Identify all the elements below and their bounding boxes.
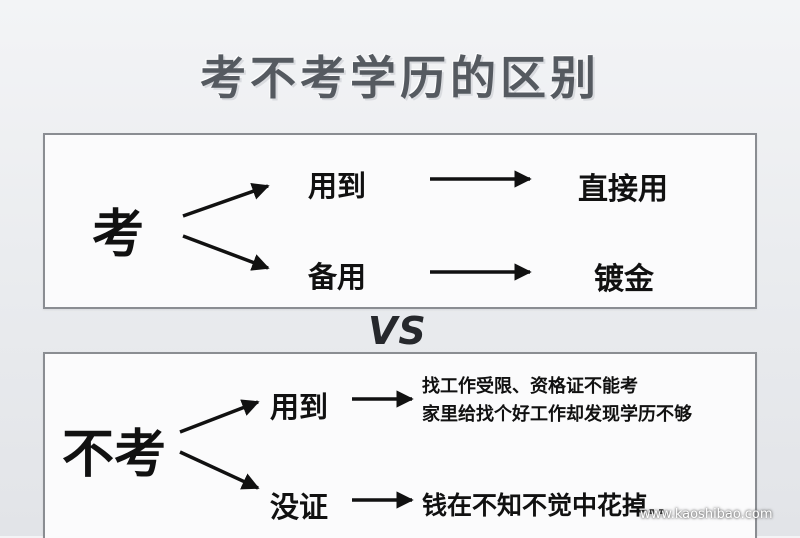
vs-label: VS (368, 309, 427, 353)
no-exam-use-label: 用到 (270, 390, 329, 424)
exam-label: 考 (92, 205, 145, 265)
no-exam-arrow-up (179, 399, 260, 434)
exam-use-result: 直接用 (578, 172, 668, 207)
no-exam-use-result-line2: 家里给找个好工作却发现学历不够 (422, 404, 692, 425)
exam-arrow-up (182, 182, 270, 218)
exam-spare-label: 备用 (308, 260, 367, 294)
exam-box (43, 133, 757, 309)
exam-use-label: 用到 (308, 169, 367, 203)
watermark: www.kaoshibao.com (640, 507, 773, 522)
no-exam-label: 不考 (62, 425, 167, 485)
no-exam-no-cert-label: 没证 (270, 490, 329, 524)
exam-spare-result: 镀金 (594, 262, 654, 297)
no-exam-no-cert-result: 钱在不知不觉中花掉.. (422, 491, 666, 520)
no-exam-arrow-down (179, 450, 260, 490)
page-title: 考不考学历的区别 (200, 51, 600, 105)
exam-arrow-down (182, 234, 270, 271)
no-exam-use-result-line1: 找工作受限、资格证不能考 (422, 376, 638, 397)
